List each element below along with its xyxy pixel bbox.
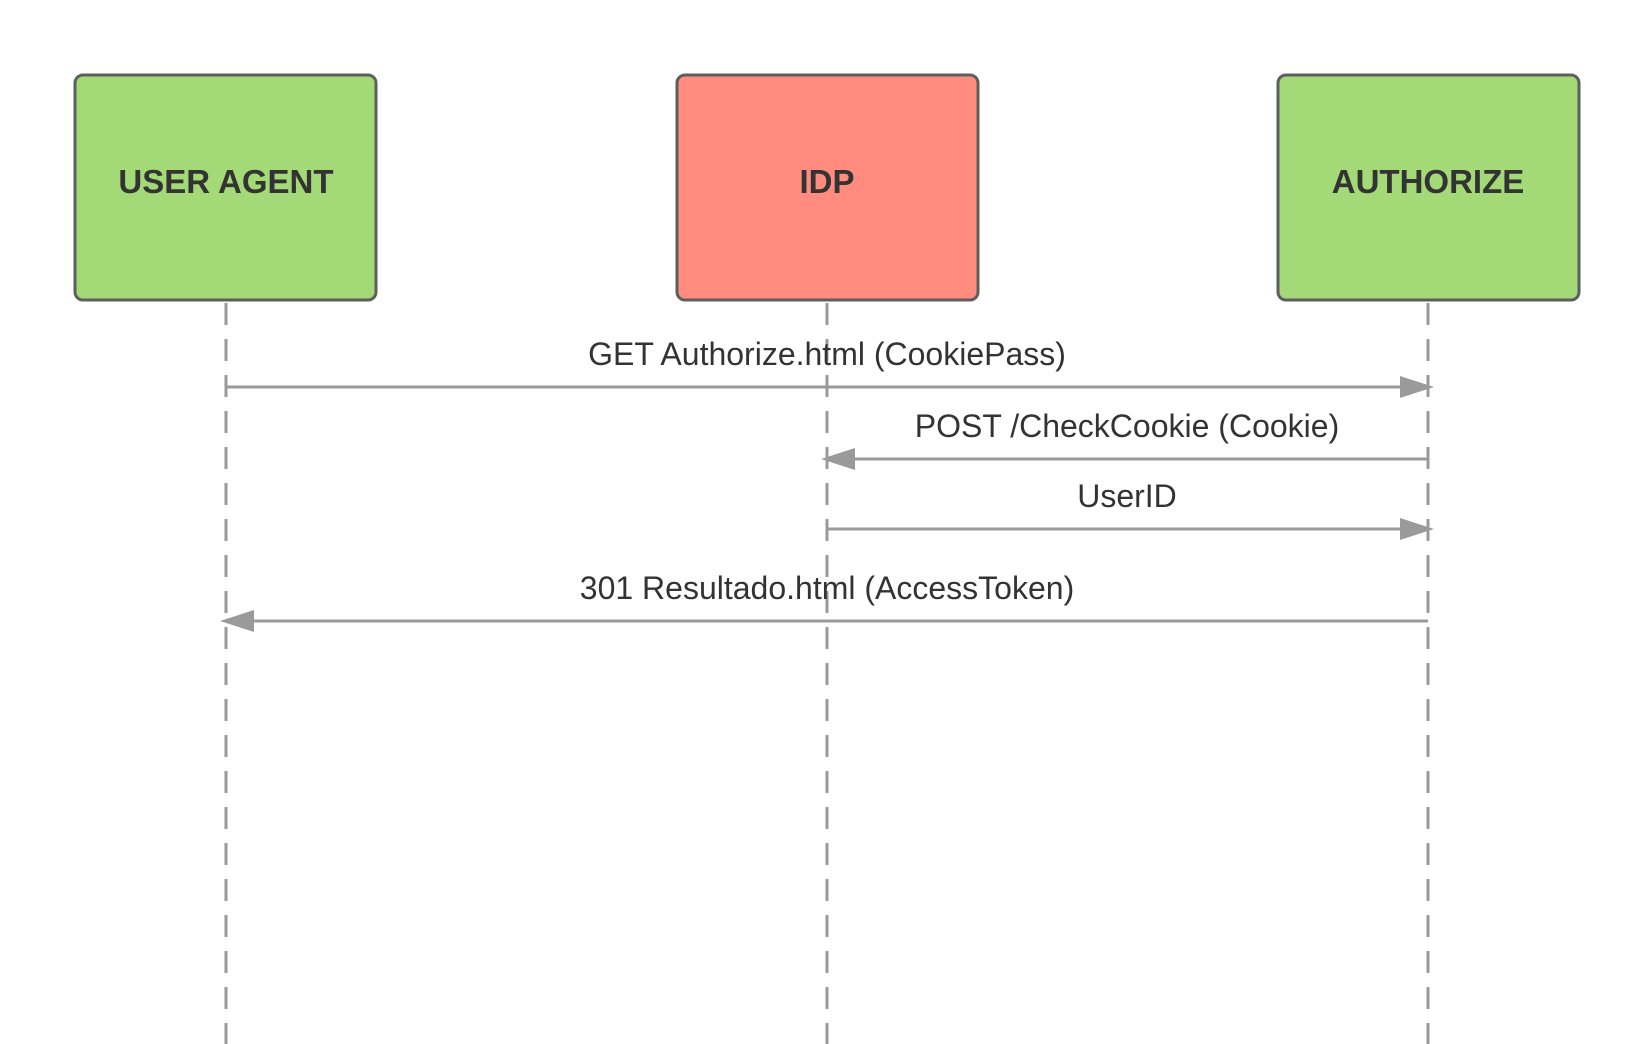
message-userid: UserID [827, 478, 1434, 540]
message-get-authorize: GET Authorize.html (CookiePass) [226, 336, 1434, 398]
participant-user-agent: USER AGENT [73, 73, 378, 302]
participant-authorize: AUTHORIZE [1276, 73, 1581, 302]
message-post-checkcookie: POST /CheckCookie (Cookie) [821, 408, 1428, 470]
participant-label-user-agent: USER AGENT [118, 163, 333, 200]
arrowhead-right-icon [1400, 518, 1434, 540]
message-label-userid: UserID [1077, 478, 1177, 514]
participant-idp: IDP [675, 73, 980, 302]
arrowhead-left-icon [220, 610, 254, 632]
message-label-post-checkcookie: POST /CheckCookie (Cookie) [915, 408, 1339, 444]
participant-box-user-agent [73, 73, 378, 302]
message-301-resultado: 301 Resultado.html (AccessToken) [220, 570, 1428, 632]
participant-label-authorize: AUTHORIZE [1332, 163, 1525, 200]
participant-box-authorize [1276, 73, 1581, 302]
participant-box-idp [675, 73, 980, 302]
arrowhead-right-icon [1400, 376, 1434, 398]
participant-label-idp: IDP [799, 163, 854, 200]
arrowhead-left-icon [821, 448, 855, 470]
message-label-301-resultado: 301 Resultado.html (AccessToken) [580, 570, 1074, 606]
message-label-get-authorize: GET Authorize.html (CookiePass) [588, 336, 1066, 372]
